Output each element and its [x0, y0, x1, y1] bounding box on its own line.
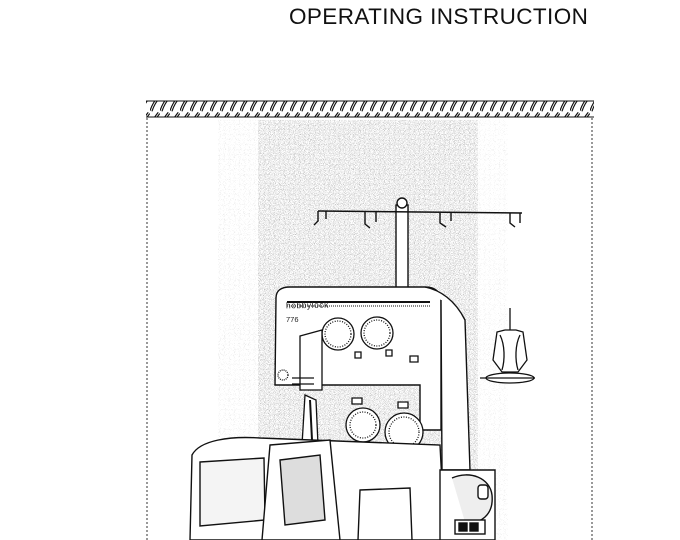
- document-title: OPERATING INSTRUCTION: [289, 4, 589, 29]
- spool: [480, 308, 535, 384]
- machine-model-label: 776: [286, 315, 299, 324]
- rope-border: [146, 100, 594, 118]
- upper-dials: [277, 316, 419, 381]
- machine-brand-label: hobbylock: [285, 299, 329, 311]
- thread-stand: [313, 197, 523, 296]
- machine-base: [189, 436, 496, 540]
